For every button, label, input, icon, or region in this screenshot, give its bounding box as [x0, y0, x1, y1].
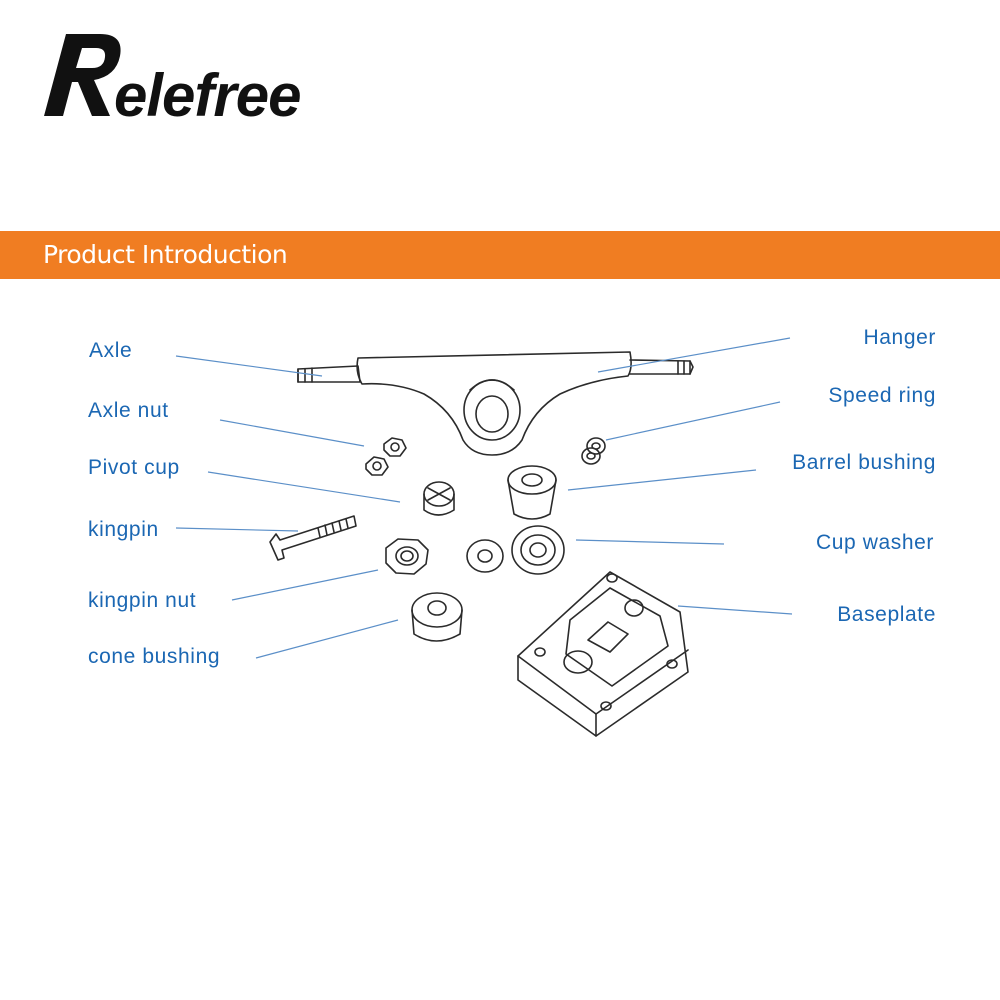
label-kingpin-nut: kingpin nut — [88, 589, 196, 613]
kingpin-nut-part — [386, 539, 428, 574]
label-cone-bushing: cone bushing — [88, 645, 220, 669]
label-hanger: Hanger — [864, 326, 936, 350]
label-baseplate: Baseplate — [837, 603, 936, 627]
leader-pivot-cup — [208, 472, 400, 502]
label-kingpin: kingpin — [88, 518, 159, 542]
leader-kingpin-nut — [232, 570, 378, 600]
leader-cup-washer — [576, 540, 724, 544]
leader-hanger — [598, 338, 790, 372]
axle-nut-part — [366, 438, 406, 475]
label-speed-ring: Speed ring — [828, 384, 936, 408]
leader-axle-nut — [220, 420, 364, 446]
leader-axle — [176, 356, 322, 376]
leader-baseplate — [678, 606, 792, 614]
baseplate-part — [518, 572, 688, 736]
leader-speed-ring — [606, 402, 780, 440]
speed-ring-part — [582, 438, 605, 464]
cup-washer-part — [512, 526, 564, 574]
washer-part — [467, 540, 503, 572]
leader-kingpin — [176, 528, 298, 531]
barrel-bushing-part — [508, 466, 556, 519]
label-barrel-bushing: Barrel bushing — [792, 451, 936, 475]
label-cup-washer: Cup washer — [816, 531, 934, 555]
cone-bushing-part — [412, 593, 462, 641]
kingpin-part — [270, 516, 356, 560]
pivot-cup-part — [424, 482, 454, 515]
label-axle-nut: Axle nut — [88, 399, 169, 423]
leader-cone-bushing — [256, 620, 398, 658]
leader-barrel-bushing — [568, 470, 756, 490]
label-axle: Axle — [89, 339, 132, 363]
label-pivot-cup: Pivot cup — [88, 456, 180, 480]
